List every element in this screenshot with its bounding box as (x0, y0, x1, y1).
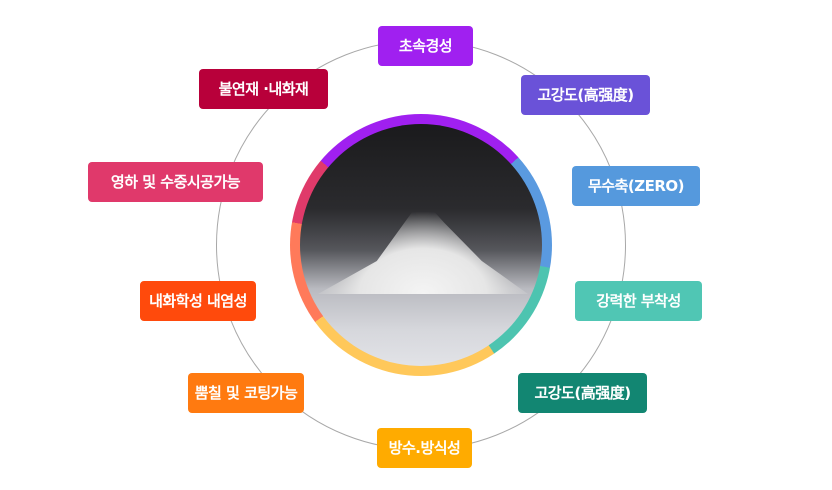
feature-label-waterproof: 방수.방식성 (377, 428, 472, 468)
feature-label-nonflammable: 불연재 ·내화재 (199, 69, 328, 109)
feature-label-high-strength-1: 고강도(高强度) (521, 75, 650, 115)
powder-image (300, 124, 542, 366)
feature-label-strong-adhesion: 강력한 부착성 (575, 281, 702, 321)
feature-label-rapid-hardening: 초속경성 (378, 26, 473, 66)
feature-label-spray-coating: 뿜칠 및 코팅가능 (188, 373, 304, 413)
feature-label-high-strength-2: 고강도(高强度) (518, 373, 647, 413)
feature-label-zero-shrinkage: 무수축(ZERO) (572, 166, 700, 206)
feature-label-chemical-resistance: 내화학성 내염성 (140, 281, 256, 321)
feature-label-sub-zero-underwater: 영하 및 수중시공가능 (88, 162, 263, 202)
powder-pile (318, 203, 528, 294)
